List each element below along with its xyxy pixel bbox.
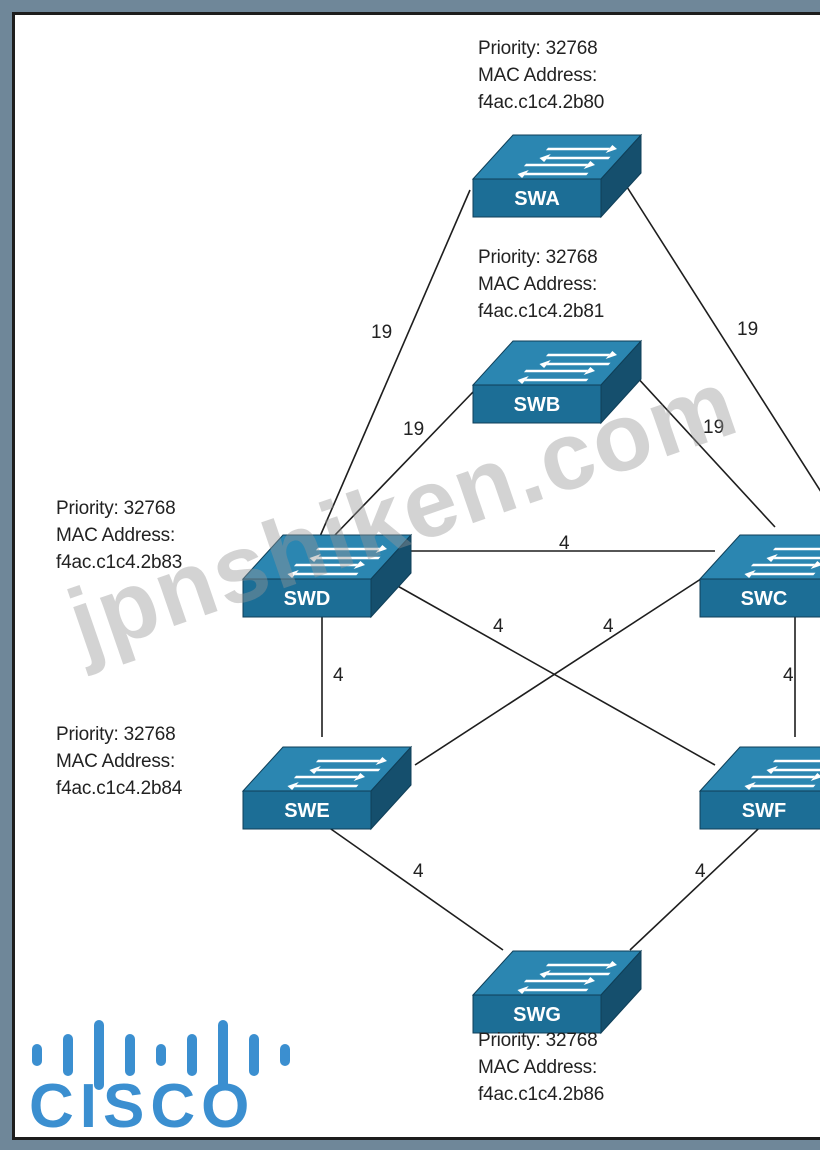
switch-swf: SWF — [698, 746, 820, 830]
switch-swe: SWE — [241, 745, 413, 831]
cisco-logo-bar — [249, 1034, 259, 1076]
link-cost-swc-swe: 4 — [603, 616, 614, 637]
link-cost-swa-swd: 19 — [371, 322, 392, 343]
cisco-logo-bar — [218, 1020, 228, 1090]
link-swb-swd — [334, 391, 474, 536]
swb-mac: f4ac.c1c4.2b81 — [478, 301, 605, 322]
switch-front-face — [699, 578, 820, 618]
link-swd-swf — [386, 579, 716, 766]
swb-priority: Priority: 32768 — [478, 247, 598, 268]
cisco-logo-bar — [94, 1020, 104, 1090]
swa-mac: f4ac.c1c4.2b80 — [478, 92, 605, 113]
switch-label-swf: SWF — [742, 800, 786, 822]
link-cost-swd-swc: 4 — [559, 533, 570, 554]
link-swc-swe — [414, 574, 708, 766]
switch-side-face — [600, 949, 642, 1035]
link-cost-swb-swc: 19 — [703, 417, 724, 438]
link-swb-swc — [634, 374, 776, 528]
switch-front-face — [472, 994, 602, 1034]
switch-front-face — [472, 178, 602, 218]
cisco-logo-bars — [32, 1020, 290, 1090]
switches-layer: SWA SWB SWC SWD SWE SWF SWG — [241, 133, 820, 1035]
swb-mac-label: MAC Address: — [478, 274, 598, 295]
swe-mac-label: MAC Address: — [56, 751, 176, 772]
swa-info: Priority: 32768 MAC Address: f4ac.c1c4.2… — [478, 35, 604, 116]
swd-mac: f4ac.c1c4.2b83 — [56, 552, 183, 573]
swg-mac: f4ac.c1c4.2b86 — [478, 1084, 605, 1105]
link-swf-swg — [629, 814, 774, 951]
switch-side-face — [370, 745, 412, 831]
link-swa-swc — [626, 186, 820, 492]
switch-label-swc: SWC — [741, 588, 788, 610]
cisco-logo-bar — [125, 1034, 135, 1076]
switch-front-face — [242, 790, 372, 830]
links-layer — [304, 186, 820, 951]
link-cost-swd-swe: 4 — [333, 665, 344, 686]
cisco-logo-bar — [280, 1044, 290, 1066]
cisco-logo-bar — [187, 1034, 197, 1076]
link-swe-swg — [310, 814, 504, 951]
switch-label-swd: SWD — [284, 588, 331, 610]
switch-side-face — [600, 339, 642, 425]
switch-side-face — [600, 133, 642, 219]
link-cost-swc-swf: 4 — [783, 665, 794, 686]
swa-mac-label: MAC Address: — [478, 65, 598, 86]
link-cost-swe-swg: 4 — [413, 861, 424, 882]
link-cost-swd-swf: 4 — [493, 616, 504, 637]
cisco-logo-bar — [63, 1034, 73, 1076]
switch-front-face — [699, 790, 820, 830]
switch-label-swa: SWA — [514, 188, 560, 210]
link-cost-swf-swg: 4 — [695, 861, 706, 882]
swg-priority: Priority: 32768 — [478, 1030, 598, 1051]
network-topology: 19 19 19 19 4 4 4 4 4 4 4 SWA SWB SWC SWD SWE SWF SWG — [241, 133, 820, 1035]
switch-label-swe: SWE — [284, 800, 330, 822]
swd-mac-label: MAC Address: — [56, 525, 176, 546]
link-cost-swa-swc: 19 — [737, 319, 758, 340]
switch-front-face — [472, 384, 602, 424]
cisco-logo: CISCO — [29, 1020, 290, 1135]
switch-swc: SWC — [698, 534, 820, 618]
link-cost-swb-swd: 19 — [403, 419, 424, 440]
swe-mac: f4ac.c1c4.2b84 — [56, 778, 183, 799]
switch-side-face — [370, 533, 412, 619]
cisco-logo-bar — [32, 1044, 42, 1066]
swa-priority: Priority: 32768 — [478, 38, 598, 59]
switch-label-swb: SWB — [514, 394, 561, 416]
swd-info: Priority: 32768 MAC Address: f4ac.c1c4.2… — [56, 495, 182, 576]
swg-info: Priority: 32768 MAC Address: f4ac.c1c4.2… — [478, 1027, 604, 1108]
switch-label-swg: SWG — [513, 1004, 561, 1026]
swb-info: Priority: 32768 MAC Address: f4ac.c1c4.2… — [478, 244, 604, 325]
switch-swg: SWG — [471, 949, 643, 1035]
swe-priority: Priority: 32768 — [56, 724, 176, 745]
switch-swd: SWD — [241, 533, 413, 619]
switch-swb: SWB — [471, 339, 643, 425]
swd-priority: Priority: 32768 — [56, 498, 176, 519]
swe-info: Priority: 32768 MAC Address: f4ac.c1c4.2… — [56, 721, 182, 802]
switch-swa: SWA — [471, 133, 643, 219]
cisco-logo-bar — [156, 1044, 166, 1066]
cisco-logo-text: CISCO — [29, 1072, 255, 1135]
diagram-frame: 19 19 19 19 4 4 4 4 4 4 4 SWA SWB SWC SWD SWE SWF SWG Pr… — [12, 12, 820, 1140]
link-costs-layer: 19 19 19 19 4 4 4 4 4 4 4 — [333, 319, 794, 882]
switch-front-face — [242, 578, 372, 618]
link-swa-swd — [304, 189, 471, 572]
swg-mac-label: MAC Address: — [478, 1057, 598, 1078]
